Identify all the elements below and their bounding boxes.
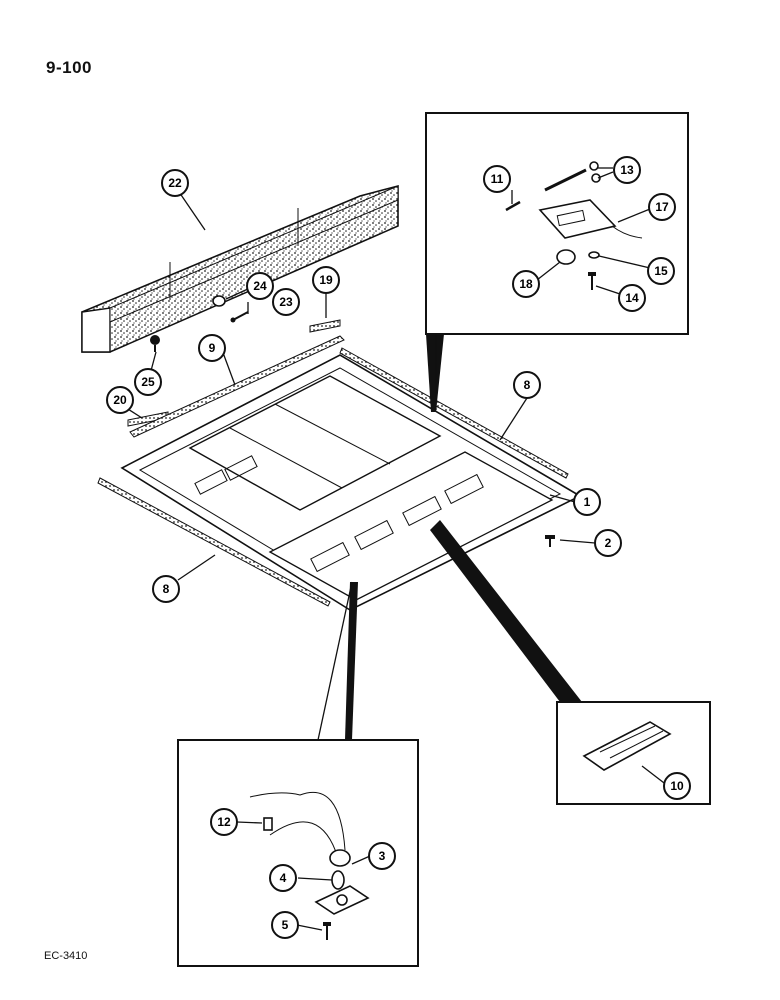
svg-text:25: 25 — [141, 375, 155, 389]
svg-text:12: 12 — [217, 815, 231, 829]
insulation-pad — [81, 184, 399, 353]
svg-text:22: 22 — [168, 176, 182, 190]
svg-text:8: 8 — [524, 378, 531, 392]
screw-23 — [230, 311, 249, 323]
figure-code: EC-3410 — [44, 950, 88, 962]
screw-5 — [323, 922, 331, 940]
svg-text:24: 24 — [253, 279, 267, 293]
callout-11: 11 — [483, 165, 511, 193]
callout-17: 17 — [648, 193, 676, 221]
bulb-4 — [331, 870, 345, 890]
callout-2: 2 — [594, 529, 622, 557]
svg-text:1: 1 — [584, 495, 591, 509]
screw-14 — [588, 272, 596, 290]
strip-19 — [309, 319, 341, 333]
callout-18: 18 — [512, 270, 540, 298]
svg-text:17: 17 — [655, 200, 669, 214]
push-rivet-25 — [150, 335, 160, 352]
washer-15 — [588, 251, 600, 259]
svg-text:14: 14 — [625, 291, 639, 305]
inset-switch-harness — [177, 581, 419, 967]
callout-15: 15 — [647, 257, 675, 285]
callout-19: 19 — [312, 266, 340, 294]
callout-9: 9 — [198, 334, 226, 362]
plug-24 — [212, 295, 226, 307]
svg-text:23: 23 — [279, 295, 293, 309]
callout-5: 5 — [271, 911, 299, 939]
lens-18 — [556, 249, 576, 265]
headliner-panel — [120, 354, 582, 611]
wire-end-11 — [505, 200, 521, 212]
svg-text:18: 18 — [519, 277, 533, 291]
svg-text:11: 11 — [491, 172, 504, 186]
svg-text:8: 8 — [163, 582, 170, 596]
callout-12: 12 — [210, 808, 238, 836]
page-number: 9-100 — [46, 58, 92, 77]
svg-text:10: 10 — [670, 779, 684, 793]
callouts: 1 2 3 4 5 8 8 9 10 11 12 13 14 15 17 18 … — [106, 156, 691, 939]
leader-lines — [119, 167, 669, 931]
svg-text:4: 4 — [280, 871, 287, 885]
strip-8-right — [339, 347, 569, 479]
callout-23: 23 — [272, 288, 300, 316]
callout-24: 24 — [246, 272, 274, 300]
strip-9 — [129, 335, 345, 438]
svg-text:15: 15 — [654, 264, 668, 278]
svg-text:3: 3 — [379, 849, 386, 863]
callout-22: 22 — [161, 169, 189, 197]
wire-lead-13 — [544, 161, 601, 192]
svg-text:13: 13 — [620, 163, 634, 177]
callout-13: 13 — [613, 156, 641, 184]
callout-3: 3 — [368, 842, 396, 870]
svg-text:19: 19 — [319, 273, 333, 287]
svg-text:2: 2 — [605, 536, 612, 550]
fuse-block-10 — [582, 721, 672, 771]
svg-text:20: 20 — [113, 393, 127, 407]
connector-12 — [263, 817, 273, 831]
inset-fuse-panel — [430, 520, 711, 805]
callout-1: 1 — [573, 488, 601, 516]
bracket-3 — [314, 885, 370, 915]
harness — [249, 791, 351, 867]
callout-4: 4 — [269, 864, 297, 892]
callout-8-right: 8 — [513, 371, 541, 399]
lamp-housing-17 — [538, 199, 643, 239]
svg-text:5: 5 — [282, 918, 289, 932]
callout-10: 10 — [663, 772, 691, 800]
svg-text:9: 9 — [209, 341, 216, 355]
screw-2 — [545, 535, 555, 547]
callout-25: 25 — [134, 368, 162, 396]
callout-20: 20 — [106, 386, 134, 414]
callout-14: 14 — [618, 284, 646, 312]
inset-light-assembly — [425, 112, 689, 412]
strip-8-left — [97, 477, 331, 607]
callout-8-left: 8 — [152, 575, 180, 603]
